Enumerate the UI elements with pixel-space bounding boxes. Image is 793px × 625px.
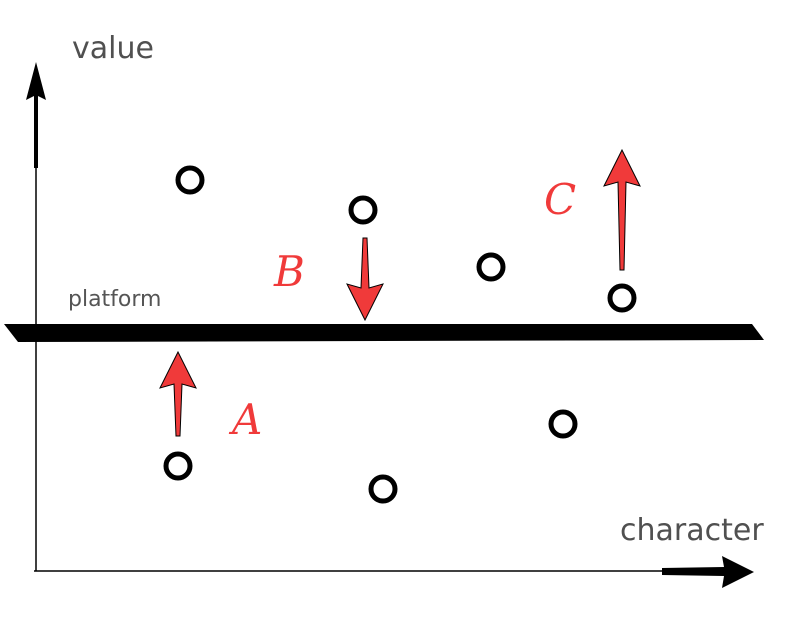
circle-marker xyxy=(476,252,506,282)
x-axis-label: character xyxy=(620,513,764,548)
label-a: A xyxy=(228,395,262,444)
circle-marker xyxy=(607,283,637,313)
circle-marker xyxy=(368,474,398,504)
circle-marker xyxy=(548,409,578,439)
circle-marker xyxy=(175,165,205,195)
arrow-c-up xyxy=(603,148,641,271)
arrow-b-down xyxy=(346,237,384,322)
circle-marker xyxy=(163,451,193,481)
circle-marker xyxy=(348,195,378,225)
label-c: C xyxy=(544,175,576,224)
y-axis-arrow xyxy=(26,62,46,168)
platform-line xyxy=(4,324,764,342)
arrow-a-up xyxy=(159,350,197,437)
y-axis-label: value xyxy=(72,31,154,66)
x-axis-arrow xyxy=(662,556,754,588)
platform-label: platform xyxy=(68,287,161,312)
label-b: B xyxy=(273,247,305,296)
